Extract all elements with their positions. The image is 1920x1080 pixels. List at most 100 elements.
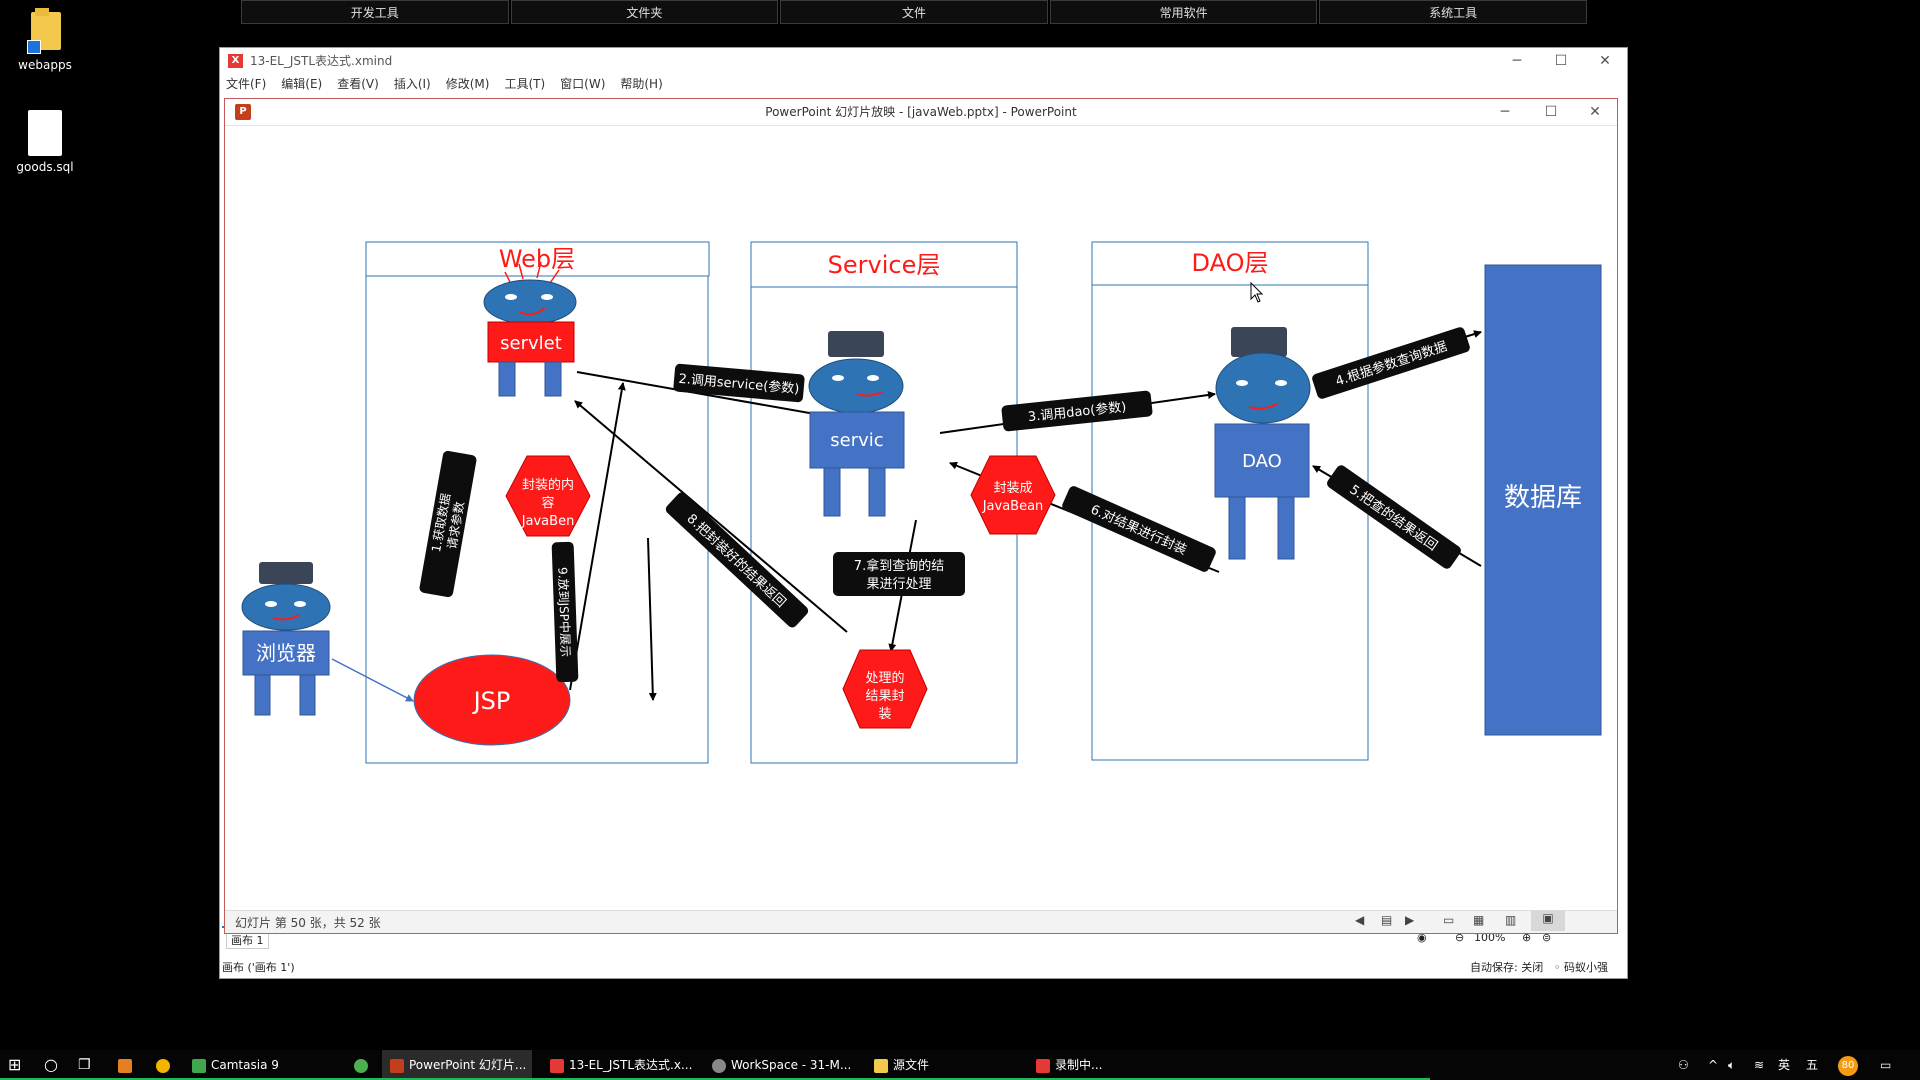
taskbar-workspace[interactable]: WorkSpace - 31-M... — [712, 1050, 851, 1080]
arrow-label-9: 9.放到JSP中展示 — [551, 541, 579, 683]
menu-edit[interactable]: 编辑(E) — [281, 77, 323, 91]
task-view-icon[interactable]: ❐ — [78, 1057, 91, 1073]
hex-text-line: 容 — [541, 495, 554, 511]
taskbar-source-files[interactable]: 源文件 — [874, 1050, 929, 1080]
xmind-titlebar: X 13-EL_JSTL表达式.xmind ─ ☐ ✕ — [220, 48, 1627, 74]
service-label: servic — [830, 430, 883, 451]
menu-insert[interactable]: 插入(I) — [393, 77, 431, 91]
powerpoint-title: PowerPoint 幻灯片放映 - [javaWeb.pptx] - Powe… — [765, 105, 1077, 119]
hex-text-line: 装 — [878, 707, 891, 722]
reading-view-icon[interactable]: ▥ — [1505, 913, 1517, 927]
folder-icon — [25, 8, 65, 54]
close-icon[interactable]: ✕ — [1599, 53, 1611, 69]
slide-menu-icon[interactable]: ▤ — [1381, 913, 1393, 927]
chevron-up-icon[interactable]: ^ — [1708, 1058, 1719, 1072]
hex-text-line: 封装成 — [993, 481, 1032, 496]
menu-view[interactable]: 查看(V) — [337, 77, 379, 91]
slide-sorter-icon[interactable]: ▦ — [1473, 913, 1485, 927]
zoom-in-icon[interactable]: ⊕ — [1522, 931, 1532, 944]
dao-layer-title: DAO层 — [1192, 249, 1269, 277]
people-icon[interactable]: ⚇ — [1678, 1058, 1689, 1072]
file-icon — [28, 110, 62, 156]
maximize-icon[interactable]: ☐ — [1544, 104, 1558, 120]
minimize-icon[interactable]: ─ — [1512, 53, 1522, 69]
sheet-tab[interactable]: 画布 1 — [226, 931, 269, 949]
autosave-status[interactable]: 自动保存: 关闭 — [1470, 961, 1544, 974]
record-icon — [1036, 1058, 1050, 1073]
browser-actor: 浏览器 — [241, 562, 331, 716]
web-layer-title: Web层 — [499, 245, 575, 273]
launcher-folders[interactable]: 文件夹 — [510, 0, 779, 24]
hex-text-line: 处理的 — [865, 670, 904, 686]
menu-modify[interactable]: 修改(M) — [445, 77, 490, 91]
powerpoint-titlebar: P PowerPoint 幻灯片放映 - [javaWeb.pptx] - Po… — [225, 99, 1617, 126]
xmind-menubar: 文件(F) 编辑(E) 查看(V) 插入(I) 修改(M) 工具(T) 窗口(W… — [220, 74, 1627, 94]
volume-icon[interactable]: 🔈︎ — [1728, 1058, 1736, 1072]
taskbar-xmind[interactable]: 13-EL_JSTL表达式.x... — [550, 1050, 692, 1080]
notification-icon[interactable]: ▭ — [1880, 1058, 1892, 1072]
ime-language[interactable]: 英 — [1778, 1058, 1791, 1072]
zoom-level: 100% — [1474, 931, 1506, 944]
xmind-title: 13-EL_JSTL表达式.xmind — [250, 54, 393, 68]
next-slide-icon[interactable]: ▶ — [1405, 913, 1415, 927]
close-icon[interactable]: ✕ — [1589, 104, 1601, 120]
ime-mode[interactable]: 五 — [1806, 1058, 1819, 1072]
slideshow-view-icon[interactable]: ▣ — [1531, 911, 1565, 931]
status-canvas-label: 画布 ('画布 1') — [222, 961, 295, 974]
view-eye-icon[interactable]: ◉ — [1417, 931, 1427, 944]
arrow-line-2 — [576, 371, 850, 423]
taskbar-recording[interactable]: 录制中... — [1036, 1050, 1102, 1080]
menu-help[interactable]: 帮助(H) — [620, 77, 663, 91]
taskbar-item-label: Camtasia 9 — [211, 1058, 279, 1072]
arrow-line-9 — [647, 537, 657, 701]
launcher-files[interactable]: 文件 — [780, 0, 1048, 24]
search-circle-icon[interactable]: ○ — [44, 1055, 58, 1074]
arrow-label-9-text: 9.放到JSP中展示 — [555, 567, 573, 657]
taskbar-pinned-app-icon[interactable] — [118, 1050, 137, 1080]
xmind-logo-icon: X — [228, 54, 243, 68]
dao-actor: DAO — [1214, 327, 1311, 560]
database-box: 数据库 — [1484, 264, 1602, 736]
launcher-dev-tools[interactable]: 开发工具 — [241, 0, 509, 24]
hex-text-line: JavaBen — [521, 514, 575, 529]
launcher-common-software[interactable]: 常用软件 — [1049, 0, 1318, 24]
jsp-label: JSP — [472, 687, 511, 715]
chrome-icon[interactable] — [156, 1050, 175, 1080]
powerpoint-window: P PowerPoint 幻灯片放映 - [javaWeb.pptx] - Po… — [224, 98, 1618, 934]
desktop-icon-webapps[interactable]: webapps — [0, 8, 90, 72]
jsp-node: JSP — [413, 654, 571, 746]
zoom-out-icon[interactable]: ⊖ — [1455, 931, 1465, 944]
camtasia-icon — [192, 1058, 206, 1073]
normal-view-icon[interactable]: ▭ — [1443, 913, 1455, 927]
taskbar-progress-bar — [0, 1078, 1430, 1080]
launcher-system-tools[interactable]: 系统工具 — [1319, 0, 1587, 24]
menu-tools[interactable]: 工具(T) — [504, 77, 546, 91]
maximize-icon[interactable]: ☐ — [1554, 53, 1568, 69]
gear-icon — [712, 1058, 726, 1073]
xmind-statusbar: 画布 ('画布 1') 自动保存: 关闭 ◦ 码蚁小强 — [220, 954, 1627, 978]
taskbar-item-label: 录制中... — [1055, 1058, 1103, 1072]
powerpoint-icon — [390, 1058, 404, 1073]
menu-file[interactable]: 文件(F) — [226, 77, 267, 91]
menu-window[interactable]: 窗口(W) — [560, 77, 606, 91]
frog-app-icon[interactable] — [354, 1050, 373, 1080]
zoom-menu-icon[interactable]: ⊜ — [1542, 931, 1552, 944]
powerpoint-logo-icon: P — [235, 104, 251, 120]
previous-slide-icon[interactable]: ◀ — [1355, 913, 1365, 927]
result-hex: 处理的 结果封 装 — [842, 649, 928, 729]
xmind-icon — [550, 1058, 564, 1073]
desktop-icon-label: webapps — [18, 58, 72, 72]
arrow-label-7: 7.拿到查询的结 果进行处理 — [833, 552, 965, 596]
desktop-icon-label: goods.sql — [16, 160, 74, 174]
taskbar-camtasia[interactable]: Camtasia 9 — [192, 1050, 279, 1080]
tray-badge[interactable]: 80 — [1838, 1050, 1858, 1080]
taskbar-powerpoint[interactable]: PowerPoint 幻灯片... — [382, 1050, 532, 1080]
minimize-icon[interactable]: ─ — [1500, 104, 1510, 120]
arrow-label-7-line: 果进行处理 — [866, 577, 931, 592]
start-windows-icon[interactable]: ⊞ — [8, 1055, 22, 1074]
mode-status[interactable]: ◦ 码蚁小强 — [1554, 961, 1608, 974]
desktop-icon-goods-sql[interactable]: goods.sql — [0, 110, 90, 174]
hex-text-line: 结果封 — [865, 689, 904, 704]
wifi-icon[interactable]: ≋ — [1754, 1058, 1765, 1072]
web-javabean-hex: 封装的内 容 JavaBen — [505, 455, 591, 537]
